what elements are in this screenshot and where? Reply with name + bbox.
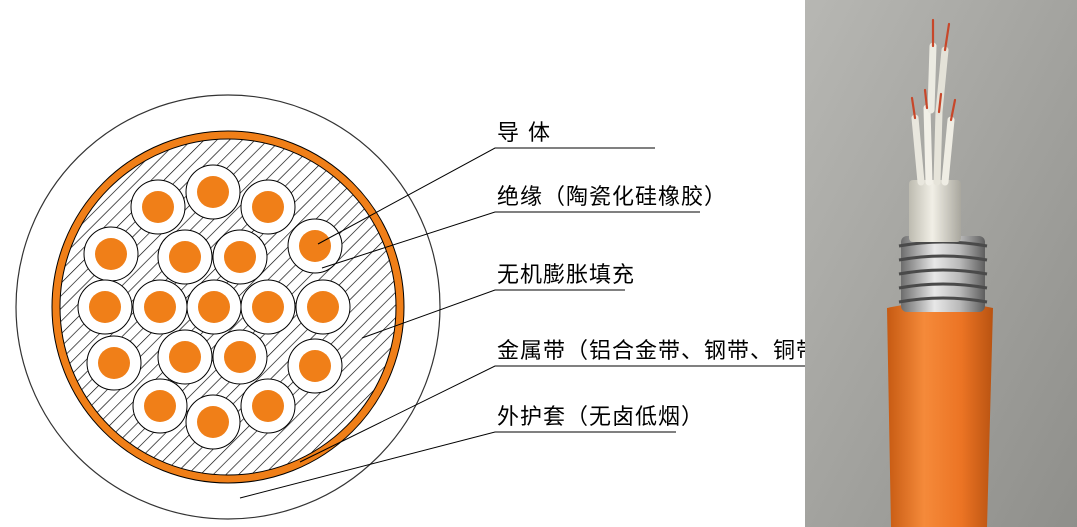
photo-filler-core	[909, 180, 961, 242]
conductor-16	[287, 338, 343, 394]
conductor-core	[307, 291, 339, 323]
conductor-3	[240, 179, 296, 235]
conductor-15	[212, 329, 268, 385]
conductor-core	[144, 291, 176, 323]
leader-line-insulation	[321, 211, 700, 269]
conductor-6	[212, 229, 268, 285]
conductor-core	[89, 291, 121, 323]
photo-orange-sheath	[887, 302, 993, 527]
conductor-core	[224, 341, 256, 373]
conductor-core	[95, 238, 127, 270]
leader-lines	[239, 147, 805, 499]
conductor-core	[144, 390, 176, 422]
conductor-19	[240, 378, 296, 434]
conductor-core	[169, 341, 201, 373]
conductor-core	[252, 291, 284, 323]
conductor-14	[157, 329, 213, 385]
conductor-core	[197, 406, 229, 438]
conductor-18	[185, 394, 241, 450]
conductor-12	[295, 279, 351, 335]
conductor-13	[86, 335, 142, 391]
conductor-1	[130, 179, 186, 235]
leader-line-filler	[361, 289, 625, 339]
label-conductor: 导 体	[497, 121, 551, 146]
conductor-core	[198, 291, 230, 323]
conductor-core	[169, 241, 201, 273]
conductor-8	[77, 279, 133, 335]
conductor-core	[142, 191, 174, 223]
label-insulation: 绝缘（陶瓷化硅橡胶）	[497, 185, 727, 210]
conductor-core	[224, 241, 256, 273]
conductor-7	[287, 218, 343, 274]
conductor-core	[252, 390, 284, 422]
conductor-9	[132, 279, 188, 335]
label-sheath: 外护套（无卤低烟）	[497, 405, 704, 430]
cable-photo	[805, 0, 1077, 527]
conductor-11	[240, 279, 296, 335]
leader-line-metal-tape	[299, 365, 805, 463]
conductor-17	[132, 378, 188, 434]
leader-line-sheath	[239, 431, 676, 499]
conductor-10	[186, 279, 242, 335]
conductor-core	[252, 191, 284, 223]
conductor-core	[98, 347, 130, 379]
conductors-group	[77, 164, 351, 450]
conductor-core	[299, 230, 331, 262]
cable-cross-section-diagram: 导 体 绝缘（陶瓷化硅橡胶） 无机膨胀填充 金属带（铝合金带、钢带、铜带） 外护…	[15, 94, 805, 520]
photo-metal-tape	[898, 236, 988, 312]
conductor-core	[299, 350, 331, 382]
conductor-core	[197, 176, 229, 208]
conductor-4	[83, 226, 139, 282]
label-metal-tape: 金属带（铝合金带、钢带、铜带）	[497, 339, 805, 364]
photo-copper-conductors	[910, 18, 957, 122]
leader-line-conductor	[317, 147, 655, 245]
label-filler: 无机膨胀填充	[497, 263, 635, 288]
conductor-2	[185, 164, 241, 220]
conductor-5	[157, 229, 213, 285]
